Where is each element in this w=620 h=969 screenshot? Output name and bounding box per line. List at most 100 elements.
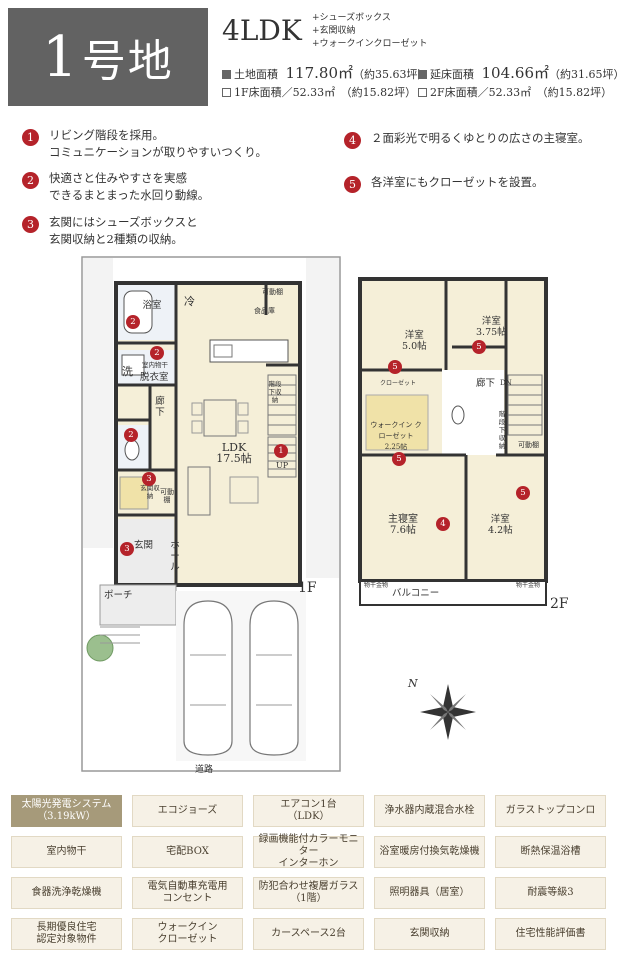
marker: 1 xyxy=(274,444,288,458)
floor-plan-1f xyxy=(81,256,341,772)
car-shape xyxy=(249,600,299,756)
land-area: 土地面積 117.80㎡（約35.63坪） xyxy=(222,62,429,83)
marker: 2 xyxy=(126,315,140,329)
marker: 5 xyxy=(392,452,406,466)
equipment-label: 浴室暖房付換気乾燥機 xyxy=(379,846,480,857)
label-entrance-storage: 玄関収納 xyxy=(140,484,160,500)
first-floor-area: 1F床面積／52.33㎡ （約15.82坪） xyxy=(222,84,416,100)
walk-in-closet-box xyxy=(365,394,429,451)
equipment-label: 録画機能付カラーモニター インターホン xyxy=(258,834,359,869)
toilet-shape xyxy=(451,405,465,425)
side-yard xyxy=(83,258,113,548)
label-movable-shelf: 可動棚 xyxy=(160,488,174,504)
filled-square-icon xyxy=(418,70,427,79)
label-movable-shelf: 可動棚 xyxy=(518,441,539,449)
road-label: 道路 xyxy=(195,765,214,775)
coffee-table xyxy=(229,476,259,504)
empty-square-icon xyxy=(222,88,231,97)
label-dn: DN xyxy=(500,379,512,387)
equipment-item: 浄水器内蔵混合水栓 xyxy=(374,795,485,827)
chair xyxy=(237,402,249,416)
equipment-item: 食器洗浄乾燥機 xyxy=(11,877,122,909)
room-label-pantry: 食品庫 xyxy=(254,307,275,315)
equipment-label: 宅配BOX xyxy=(166,846,209,857)
label-indoor-dry: 室内物干 xyxy=(142,361,168,369)
equipment-label: 照明器具（居室） xyxy=(389,887,470,898)
label-clothes-hanger: 物干金物 xyxy=(516,582,541,589)
label-stair-storage: 階段下収納 xyxy=(268,380,282,404)
equipment-item: エコジョーズ xyxy=(132,795,243,827)
label-balcony: バルコニー xyxy=(392,588,440,599)
layout-type: 4LDK xyxy=(222,14,302,47)
equipment-item: 電気自動車充電用 コンセント xyxy=(132,877,243,909)
feature-3: 3 玄関にはシューズボックスと玄関収納と2種類の収納。 xyxy=(22,214,198,248)
chair xyxy=(191,420,203,434)
staircase xyxy=(267,436,297,478)
lot-number: 1 xyxy=(42,24,80,90)
room-label-fridge: 冷 xyxy=(184,295,195,308)
marker: 2 xyxy=(124,428,138,442)
site-boundary xyxy=(81,256,341,772)
feature-2: 2 快適さと住みやすさを実感できるまとまった水回り動線。 xyxy=(22,170,209,204)
equipment-item: 耐震等級3 xyxy=(495,877,606,909)
equipment-item: ガラストップコンロ xyxy=(495,795,606,827)
equipment-item: 住宅性能評価書 xyxy=(495,918,606,950)
extra-item: +玄関収納 xyxy=(312,26,356,36)
floor-label-2f: 2F xyxy=(550,596,569,612)
equipment-item: 玄関収納 xyxy=(374,918,485,950)
equipment-item: 長期優良住宅 認定対象物件 xyxy=(11,918,122,950)
balcony-area xyxy=(359,580,547,606)
equipment-item: 録画機能付カラーモニター インターホン xyxy=(253,834,364,869)
second-floor-area: 2F床面積／52.33㎡ （約15.82坪） xyxy=(418,84,612,100)
equipment-label: カースペース2台 xyxy=(271,928,346,939)
outer-wall xyxy=(114,281,302,587)
feature-1: 1 リビング階段を採用。コミュニケーションが取りやすいつくり。 xyxy=(22,127,267,161)
compass-north-label: N xyxy=(408,677,418,690)
equipment-item: 防犯合わせ複層ガラス （1階） xyxy=(253,877,364,909)
dining-table xyxy=(203,399,237,437)
equipment-item: 宅配BOX xyxy=(132,836,243,868)
feature-5: 5 各洋室にもクローゼットを設置。 xyxy=(344,174,544,193)
equipment-label: 断熱保温浴槽 xyxy=(520,846,581,857)
equipment-item: エアコン1台 （LDK） xyxy=(253,795,364,827)
lot-suffix: 号地 xyxy=(81,36,174,87)
equipment-label: エコジョーズ xyxy=(157,805,218,816)
equipment-label: 住宅性能評価書 xyxy=(515,928,586,939)
marker: 5 xyxy=(388,360,402,374)
equipment-item: 太陽光発電システム （3.19kW） xyxy=(11,795,122,827)
equipment-label: 浄水器内蔵混合水栓 xyxy=(384,805,475,816)
label-clothes-hanger: 物干金物 xyxy=(364,582,389,589)
room-label-porch: ポーチ xyxy=(104,590,133,601)
equipment-label: ウォークイン クローゼット xyxy=(157,922,218,945)
room-label-corridor: 廊下 xyxy=(155,396,165,418)
equipment-label: 防犯合わせ複層ガラス （1階） xyxy=(258,881,359,904)
chair xyxy=(191,402,203,416)
equipment-item: カースペース2台 xyxy=(253,918,364,950)
equipment-label: 玄関収納 xyxy=(409,928,450,939)
equipment-grid: 太陽光発電システム （3.19kW） エコジョーズ エアコン1台 （LDK） 浄水器内… xyxy=(11,795,611,950)
label-up: UP xyxy=(276,461,289,470)
marker: 3 xyxy=(120,542,134,556)
equipment-item: ウォークイン クローゼット xyxy=(132,918,243,950)
marker: 2 xyxy=(150,346,164,360)
floor-label-1f: 1F xyxy=(298,580,317,596)
toilet-shape xyxy=(124,439,140,461)
feature-4: 4 ２面彩光で明るくゆとりの広さの主寝室。 xyxy=(344,130,590,149)
equipment-item: 浴室暖房付換気乾燥機 xyxy=(374,836,485,868)
equipment-label: 電気自動車充電用 コンセント xyxy=(147,881,228,904)
room-label-corridor: 廊下 xyxy=(476,378,496,389)
room-label-entrance: 玄関 xyxy=(134,540,154,551)
room-label-dressing: 脱衣室 xyxy=(140,372,169,383)
extra-item: +シューズボックス xyxy=(312,13,391,23)
porch-area xyxy=(99,584,177,626)
tree-icon xyxy=(86,634,114,662)
sink-shape xyxy=(213,344,233,358)
sofa xyxy=(187,466,211,516)
equipment-item: 断熱保温浴槽 xyxy=(495,836,606,868)
